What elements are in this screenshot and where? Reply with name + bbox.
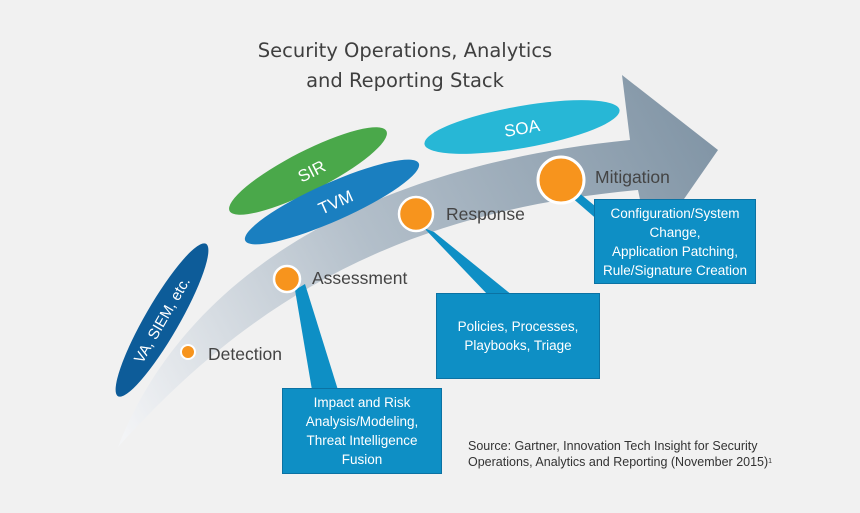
- mitigation-box-line: Change,: [649, 224, 701, 240]
- source-line-2: Operations, Analytics and Reporting (Nov…: [468, 454, 772, 470]
- sir-oval: SIR: [229, 127, 387, 215]
- stage-label-response: Response: [446, 204, 525, 224]
- diagram-title: Security Operations, Analytics and Repor…: [200, 36, 610, 96]
- assessment-box-line: Fusion: [341, 452, 383, 467]
- mitigation-marker: [536, 155, 586, 205]
- title-line-2: and Reporting Stack: [306, 69, 504, 92]
- mitigation-box-line: Application Patching,: [611, 243, 739, 259]
- title-line-1: Security Operations, Analytics: [257, 39, 553, 62]
- mitigation-box-line: Configuration/System: [610, 205, 740, 221]
- response-callout-pointer: [424, 228, 512, 295]
- source-footnote: 1: [768, 458, 773, 465]
- assessment-box-line: Impact and Risk: [313, 395, 411, 410]
- stage-label-mitigation: Mitigation: [595, 167, 670, 187]
- response-box-line: Policies, Processes,: [457, 319, 579, 334]
- tvm-oval: TVM: [244, 159, 420, 245]
- soa-oval: SOA: [424, 100, 620, 154]
- source-line-2-text: Operations, Analytics and Reporting (Nov…: [468, 455, 769, 469]
- assessment-callout-pointer: [295, 284, 338, 390]
- assessment-marker: [272, 264, 302, 294]
- assessment-callout-box: Impact and Risk Analysis/Modeling, Threa…: [282, 388, 442, 474]
- assessment-box-line: Analysis/Modeling,: [305, 414, 419, 429]
- assessment-box-line: Threat Intelligence: [306, 433, 418, 448]
- detection-marker: [180, 344, 196, 360]
- response-box-line: Playbooks, Triage: [464, 338, 572, 353]
- response-marker: [397, 195, 435, 233]
- mitigation-callout-box: Configuration/System Change, Application…: [594, 199, 756, 284]
- stage-label-assessment: Assessment: [312, 268, 407, 288]
- response-callout-box: Policies, Processes, Playbooks, Triage: [436, 293, 600, 379]
- mitigation-box-line: Rule/Signature Creation: [602, 262, 748, 278]
- source-citation: Source: Gartner, Innovation Tech Insight…: [468, 438, 772, 470]
- stage-label-detection: Detection: [208, 344, 282, 364]
- source-line-1: Source: Gartner, Innovation Tech Insight…: [468, 439, 758, 453]
